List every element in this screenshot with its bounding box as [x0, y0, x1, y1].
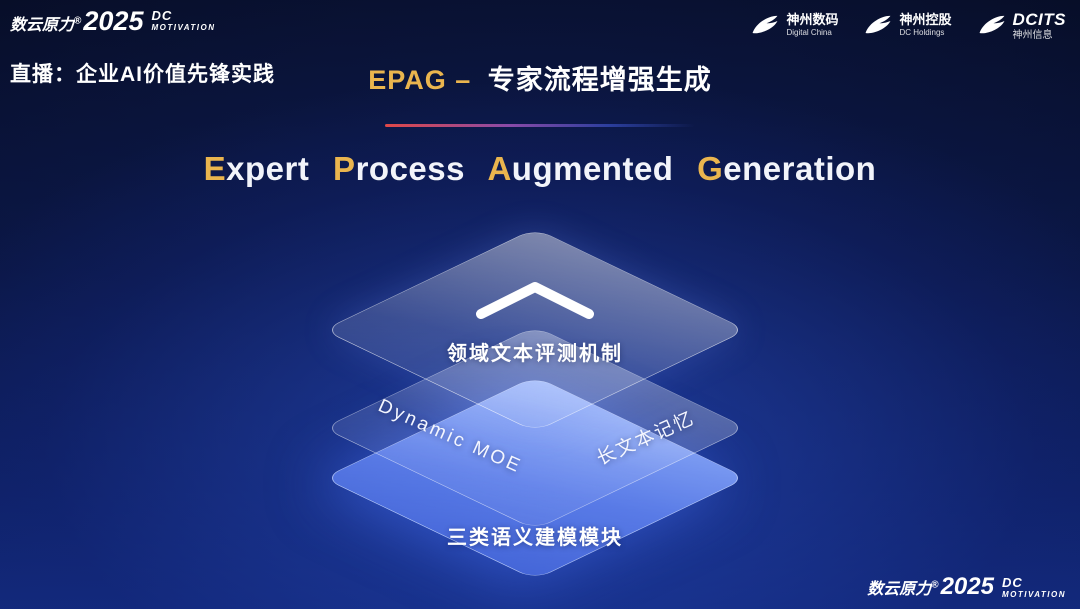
word-rest: rocess	[355, 150, 465, 187]
partner-subtitle: Digital China	[786, 28, 832, 38]
brand-name-text: 数云原力	[10, 17, 75, 34]
swoosh-logo-icon	[753, 15, 778, 33]
slide-title: EPAG – 专家流程增强生成	[368, 58, 712, 97]
brand-dc-text: DC	[151, 8, 173, 23]
slide-title-chinese: 专家流程增强生成	[487, 65, 712, 95]
partner-subtitle: 神州信息	[1012, 29, 1053, 41]
brand-dc-motivation: DC MOTIVATION	[151, 9, 215, 32]
partner-subtitle: DC Holdings	[899, 28, 945, 38]
slide-title-acronym: EPAG –	[368, 65, 472, 95]
brand-name-text: 数云原力	[867, 581, 932, 598]
brand-logo-top-left: 数云原力®2025 DC MOTIVATION	[10, 6, 216, 37]
partner-title: 神州数码	[786, 12, 839, 28]
brand-name: 数云原力®2025	[10, 6, 143, 37]
word-initial: G	[697, 150, 724, 187]
brand-motivation-text: MOTIVATION	[1001, 590, 1066, 599]
partner-text: 神州数码 Digital China	[786, 12, 839, 38]
partner-title: DCITS	[1012, 10, 1066, 29]
partner-dc-holdings: 神州控股 DC Holdings	[864, 12, 952, 40]
word-initial: E	[203, 150, 227, 187]
gradient-divider	[385, 124, 695, 127]
partner-text: 神州控股 DC Holdings	[899, 12, 952, 38]
registered-mark: ®	[931, 579, 939, 591]
partner-logos: 神州数码 Digital China 神州控股 DC Holdings DCIT…	[751, 10, 1066, 41]
swoosh-logo-icon	[866, 15, 891, 33]
word-rest: xpert	[226, 150, 310, 187]
partner-text: DCITS 神州信息	[1013, 10, 1067, 41]
partner-dcits: DCITS 神州信息	[978, 10, 1067, 41]
word-rest: eneration	[723, 150, 877, 187]
partner-title: 神州控股	[899, 12, 952, 28]
word-initial: A	[487, 150, 512, 187]
swoosh-logo-icon	[979, 15, 1004, 33]
brand-logo-bottom-right: 数云原力®2025 DC MOTIVATION	[867, 573, 1066, 601]
main-title-word: Process	[333, 150, 465, 187]
brand-dc-motivation: DC MOTIVATION	[1002, 576, 1066, 599]
main-title-word: Expert	[204, 150, 310, 187]
brand-year: 2025	[83, 6, 144, 36]
chevron-up-icon	[471, 277, 599, 328]
partner-digital-china: 神州数码 Digital China	[751, 12, 838, 40]
word-initial: P	[333, 150, 356, 187]
registered-mark: ®	[74, 15, 82, 27]
layered-architecture-diagram: 领域文本评测机制 Dynamic MOE 长文本记忆 三类语义建模模块	[285, 225, 785, 585]
brand-dc-text: DC	[1001, 575, 1023, 590]
main-title-english: Expert Process Augmented Generation	[204, 150, 877, 188]
main-title-word: Generation	[697, 150, 876, 187]
brand-motivation-text: MOTIVATION	[151, 23, 216, 32]
word-rest: ugmented	[511, 150, 674, 187]
brand-year: 2025	[940, 573, 994, 600]
live-stream-label: 直播：企业AI价值先锋实践	[10, 63, 275, 86]
brand-name: 数云原力®2025	[867, 573, 994, 601]
bottom-layer-label: 三类语义建模模块	[447, 527, 623, 549]
main-title-word: Augmented	[487, 150, 673, 187]
top-layer-label: 领域文本评测机制	[447, 343, 623, 365]
